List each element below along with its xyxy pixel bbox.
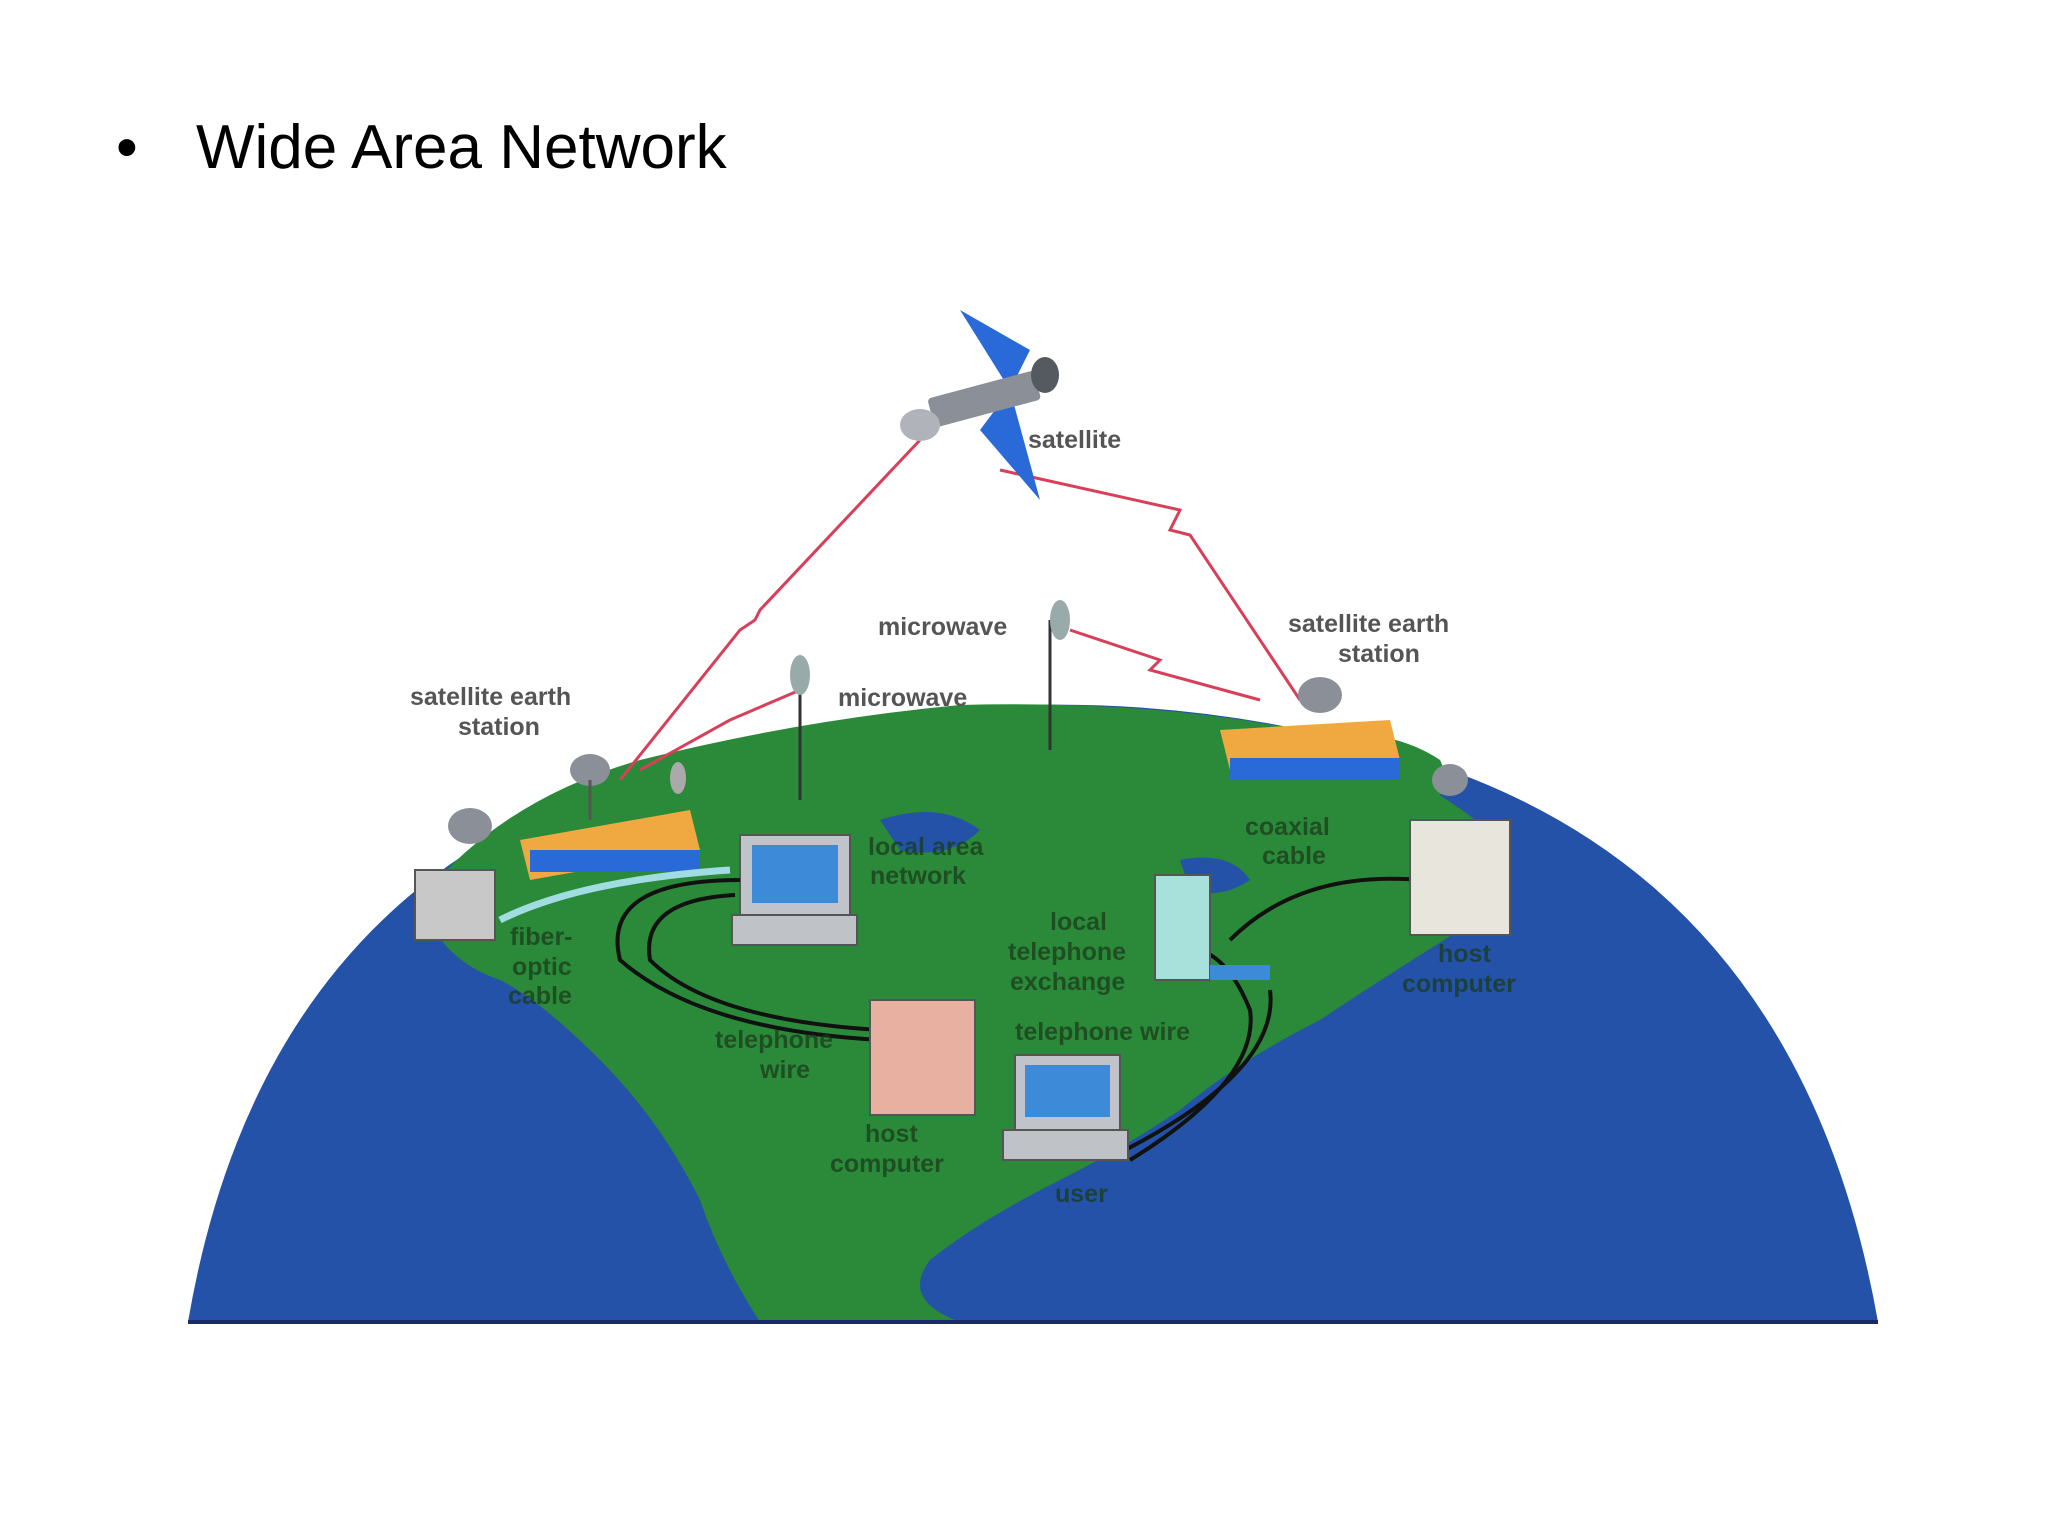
host-computer-center (870, 1000, 975, 1115)
label-microwave-mid: microwave (838, 684, 967, 712)
label-microwave-top: microwave (878, 613, 1007, 641)
label-tel-exchange-1: local (1050, 908, 1107, 936)
label-user: user (1055, 1180, 1108, 1208)
label-coax-1: coaxial (1245, 813, 1330, 841)
satellite (900, 310, 1059, 500)
label-tel-wire-right: telephone wire (1015, 1018, 1190, 1046)
user-computer (1003, 1055, 1128, 1160)
label-fiber-1: fiber- (510, 923, 573, 951)
label-host-center-2: computer (830, 1150, 944, 1178)
label-host-center-1: host (865, 1120, 918, 1148)
label-sat-earth-right-1: satellite earth (1288, 610, 1449, 638)
office-building-left (415, 808, 495, 940)
label-host-right-1: host (1438, 940, 1491, 968)
label-satellite: satellite (1028, 426, 1121, 454)
label-lan-1: local area (868, 833, 984, 861)
label-host-right-2: computer (1402, 970, 1516, 998)
label-lan-2: network (870, 862, 966, 890)
label-sat-earth-left-1: satellite earth (410, 683, 571, 711)
label-tel-wire-left-1: telephone (715, 1026, 833, 1054)
lan-computer (732, 835, 857, 945)
host-computer-right (1410, 820, 1510, 935)
label-fiber-3: cable (508, 982, 572, 1010)
label-tel-exchange-2: telephone (1008, 938, 1126, 966)
label-tel-exchange-3: exchange (1010, 968, 1125, 996)
label-sat-earth-right-2: station (1338, 640, 1420, 668)
label-coax-2: cable (1262, 842, 1326, 870)
label-sat-earth-left-2: station (458, 713, 540, 741)
label-fiber-2: optic (512, 953, 572, 981)
label-tel-wire-left-2: wire (759, 1056, 810, 1084)
